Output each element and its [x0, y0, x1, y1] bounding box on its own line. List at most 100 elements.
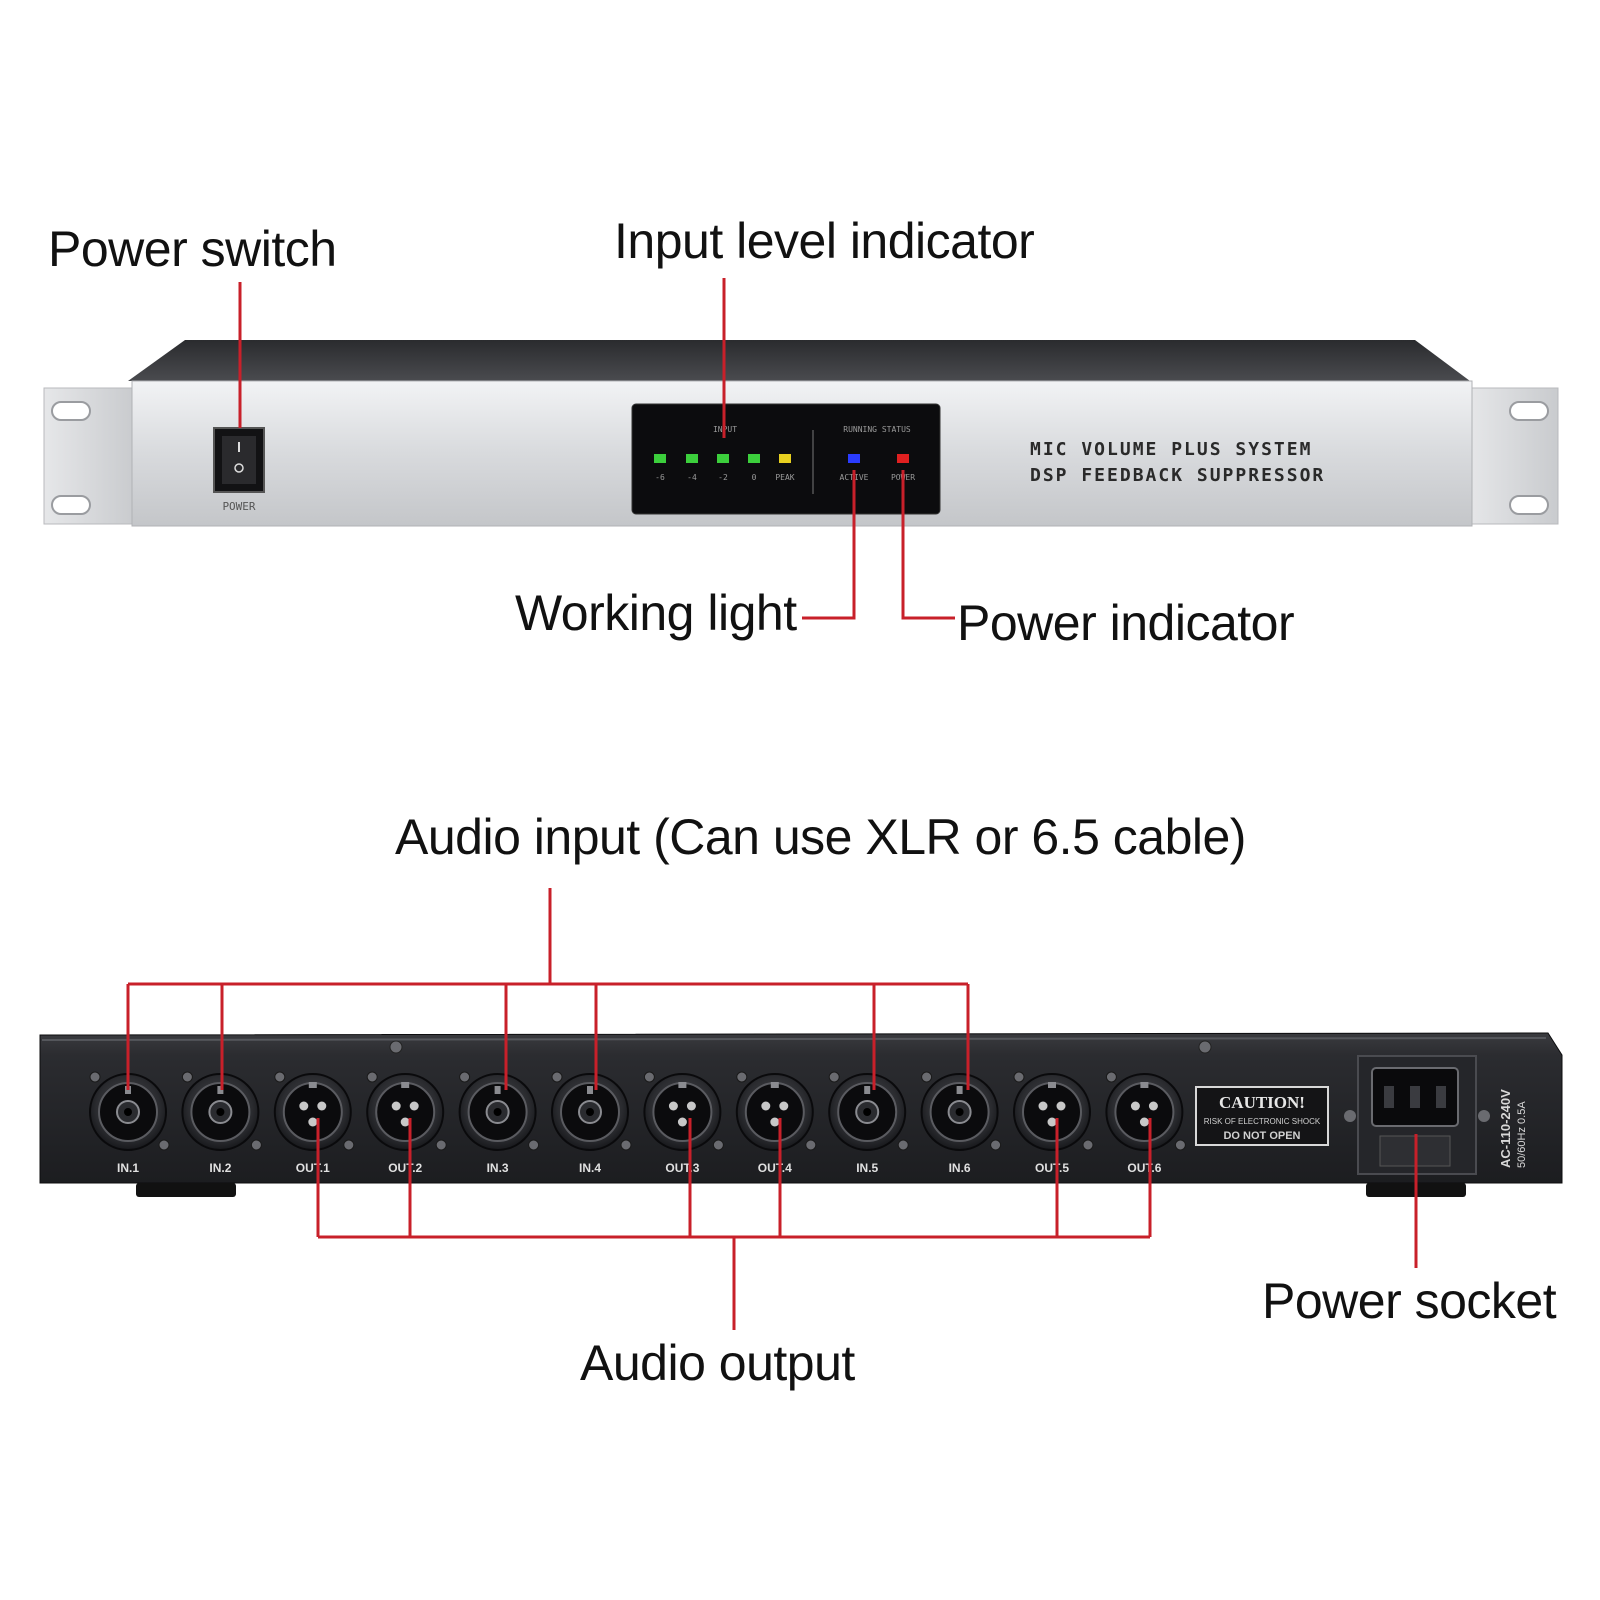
- callout-power-socket: Power socket: [1262, 1273, 1557, 1329]
- port-label: OUT.5: [1035, 1161, 1069, 1175]
- audio-input-jack[interactable]: [828, 1071, 909, 1151]
- jack-latch: [1048, 1082, 1056, 1088]
- xlr-pin: [1047, 1117, 1057, 1127]
- rack-ear-slot: [1509, 401, 1549, 421]
- power-rating-line-1: AC-110-240V: [1498, 1089, 1513, 1168]
- xlr-pin: [779, 1101, 789, 1111]
- audio-output-jack[interactable]: [1105, 1071, 1186, 1151]
- audio-output-jack[interactable]: [735, 1071, 817, 1151]
- caution-line-1: RISK OF ELECTRONIC SHOCK: [1204, 1117, 1321, 1126]
- xlr-pin: [1130, 1101, 1140, 1111]
- jack-center: [586, 1108, 594, 1116]
- chassis-screw: [1198, 1040, 1212, 1054]
- jack-latch: [864, 1086, 871, 1094]
- audio-input-jack[interactable]: [89, 1071, 170, 1151]
- audio-input-jack[interactable]: [920, 1071, 1002, 1151]
- jack-latch: [770, 1082, 779, 1088]
- jack-screw: [1082, 1139, 1094, 1151]
- power-switch-off-mark: [234, 463, 244, 473]
- xlr-pin: [1148, 1101, 1158, 1111]
- input-led-label: 0: [752, 473, 757, 482]
- power-module-screw: [1478, 1110, 1490, 1122]
- caution-line-2: DO NOT OPEN: [1223, 1130, 1300, 1142]
- brand-line-1: MIC VOLUME PLUS SYSTEM: [1030, 439, 1312, 460]
- port-label: OUT.3: [665, 1161, 699, 1175]
- jack-screw: [805, 1139, 817, 1151]
- xlr-pin: [400, 1117, 410, 1127]
- jack-latch: [587, 1086, 593, 1094]
- jack-latch: [494, 1086, 501, 1094]
- power-indicator-led: [897, 454, 909, 463]
- power-rating-line-2: 50/60Hz 0.5A: [1516, 1101, 1528, 1168]
- jack-screw: [528, 1139, 540, 1151]
- audio-input-jack[interactable]: [458, 1071, 540, 1151]
- input-level-led-0: [748, 454, 760, 463]
- input-level-led-minus2: [717, 454, 729, 463]
- jack-latch: [678, 1082, 687, 1088]
- rear-top-edge: [41, 1037, 1547, 1041]
- jack-screw: [990, 1139, 1002, 1151]
- brand-line-2: DSP FEEDBACK SUPPRESSOR: [1030, 465, 1325, 486]
- callout-working-light: Working light: [515, 585, 797, 641]
- callout-audio-output: Audio output: [580, 1335, 855, 1391]
- jack-socket: [1022, 1082, 1082, 1142]
- jack-screw: [620, 1139, 632, 1151]
- audio-output-jack[interactable]: [643, 1071, 724, 1151]
- jack-center: [124, 1108, 132, 1116]
- callout-power-indicator: Power indicator: [957, 595, 1295, 651]
- rack-ear-slot: [51, 495, 91, 515]
- jack-screw: [366, 1071, 378, 1083]
- jack-latch: [217, 1086, 224, 1094]
- caution-label: [1195, 1086, 1329, 1146]
- jack-screw: [181, 1071, 193, 1083]
- front-panel-unit: POWER INPUT RUNNING STATUS -6 -4 -2 0 PE…: [43, 340, 1559, 527]
- front-leader-lines: [238, 278, 955, 620]
- jack-screw: [89, 1071, 101, 1083]
- callout-power-switch: Power switch: [48, 221, 337, 277]
- input-led-label: -6: [655, 473, 665, 482]
- xlr-pin: [668, 1101, 678, 1111]
- audio-input-jack[interactable]: [181, 1071, 262, 1151]
- jack-latch: [401, 1082, 410, 1088]
- jack-screw: [1174, 1139, 1186, 1151]
- input-level-led-peak: [779, 454, 791, 463]
- callout-input-level-indicator: Input level indicator: [614, 213, 1035, 269]
- jack-screw: [828, 1071, 840, 1083]
- port-label: OUT.4: [758, 1161, 792, 1175]
- power-indicator-leader: [901, 470, 955, 620]
- working-light-led: [848, 454, 860, 463]
- audio-output-jack[interactable]: [366, 1071, 447, 1151]
- jack-screw: [435, 1139, 447, 1151]
- jack-screw: [643, 1071, 655, 1083]
- input-led-label: PEAK: [775, 473, 794, 482]
- port-label: IN.4: [579, 1161, 601, 1175]
- xlr-pin: [770, 1117, 780, 1127]
- power-socket-pin: [1410, 1086, 1420, 1108]
- audio-output-jack[interactable]: [1013, 1071, 1094, 1151]
- jack-screw: [459, 1071, 471, 1083]
- port-label: IN.6: [949, 1161, 971, 1175]
- caution-title: CAUTION!: [1219, 1093, 1305, 1112]
- jack-screw: [921, 1071, 933, 1083]
- input-level-led-minus6: [654, 454, 666, 463]
- working-light-leader: [802, 470, 856, 620]
- xlr-pin: [677, 1117, 687, 1127]
- jack-screw: [158, 1139, 170, 1151]
- power-switch-label: POWER: [222, 500, 255, 513]
- jack-latch: [1140, 1082, 1149, 1088]
- power-socket-pin: [1436, 1086, 1446, 1108]
- jack-screw: [343, 1139, 355, 1151]
- jack-screw: [274, 1071, 286, 1083]
- jack-socket: [744, 1082, 805, 1142]
- port-label: IN.5: [856, 1161, 878, 1175]
- jack-socket: [652, 1082, 713, 1142]
- callout-audio-input: Audio input (Can use XLR or 6.5 cable): [395, 809, 1246, 865]
- xlr-pin: [409, 1101, 419, 1111]
- xlr-pin: [391, 1101, 401, 1111]
- audio-output-jack[interactable]: [273, 1071, 355, 1151]
- audio-input-jack[interactable]: [551, 1071, 632, 1151]
- rack-ear-slot: [51, 401, 91, 421]
- port-label: OUT.2: [388, 1161, 422, 1175]
